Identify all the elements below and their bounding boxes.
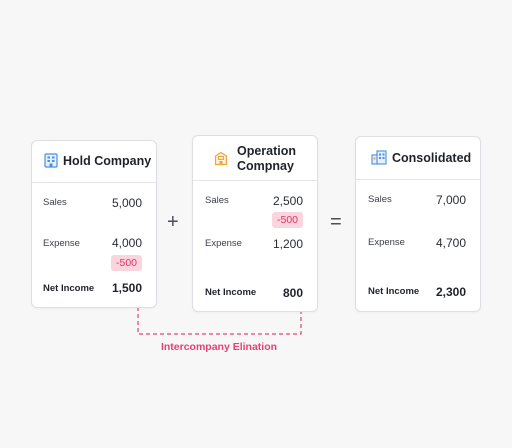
sales-value: 7,000 — [435, 193, 466, 207]
card-title: Hold Company — [63, 154, 152, 168]
net-income-label: Net Income — [43, 283, 95, 294]
operation-company-header: Operation Compnay — [193, 136, 317, 181]
office-building-icon — [44, 153, 58, 168]
expense-value: 1,200 — [272, 237, 303, 251]
intercompany-elimination-label: Intercompany Elination — [160, 341, 278, 353]
net-income-value: 2,300 — [435, 285, 466, 299]
card-title: Consolidated — [392, 151, 472, 165]
net-income-value: 800 — [282, 286, 303, 300]
sales-label: Sales — [43, 197, 67, 208]
sales-label: Sales — [205, 195, 229, 206]
net-income-value: 1,500 — [111, 281, 142, 295]
plus-operator: + — [167, 211, 179, 233]
sales-value: 2,500 — [272, 194, 303, 208]
consolidated-header: Consolidated — [356, 137, 480, 180]
sales-value: 5,000 — [111, 196, 142, 210]
net-income-label: Net Income — [205, 287, 257, 298]
expense-value: 4,000 — [111, 236, 142, 250]
elimination-badge: -500 — [272, 212, 304, 228]
equals-operator: = — [330, 211, 342, 233]
card-title-line2: Compnay — [237, 159, 294, 173]
hold-company-card: Hold Company Sales 5,000 Expense 4,000 -… — [31, 140, 157, 308]
elimination-badge: -500 — [111, 255, 143, 271]
expense-label: Expense — [43, 238, 80, 249]
shop-building-icon — [214, 151, 228, 166]
operation-company-card: Operation Compnay Sales 2,500 -500 Expen… — [192, 135, 318, 312]
net-income-label: Net Income — [368, 286, 420, 297]
hold-company-header: Hold Company — [32, 141, 156, 183]
expense-label: Expense — [205, 238, 242, 249]
expense-value: 4,700 — [435, 236, 466, 250]
card-title-line1: Operation — [237, 144, 297, 158]
multi-building-icon — [371, 150, 387, 165]
sales-label: Sales — [368, 194, 392, 205]
consolidated-card: Consolidated Sales 7,000 Expense 4,700 N… — [355, 136, 481, 312]
expense-label: Expense — [368, 237, 405, 248]
